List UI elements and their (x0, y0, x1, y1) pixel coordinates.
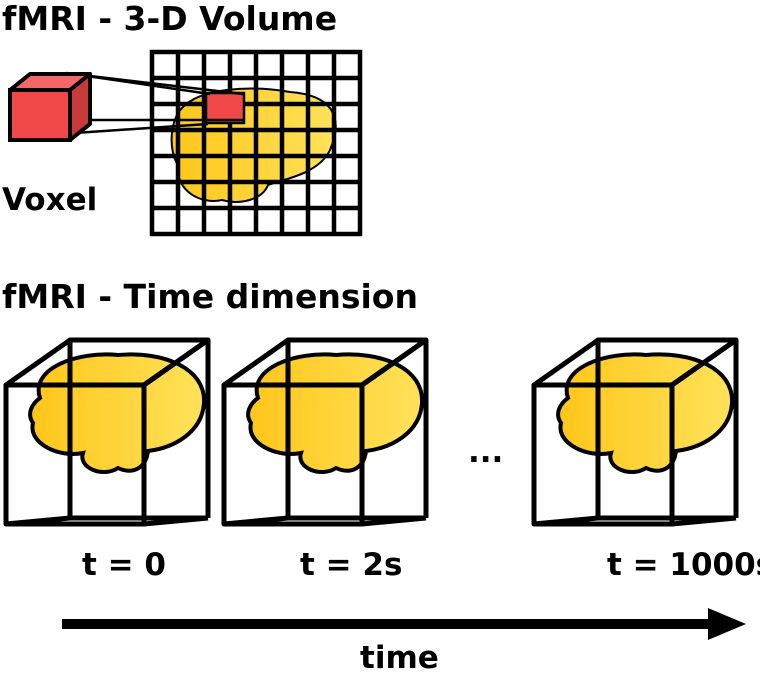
volume-title: fMRI - 3-D Volume (2, 0, 337, 38)
frame-label-t0: t = 0 (82, 547, 166, 583)
frame-label-t2s: t = 2s (300, 547, 402, 583)
time-frame-3 (531, 337, 739, 527)
voxel-label: Voxel (2, 182, 97, 218)
time-frame-2 (221, 337, 429, 527)
frame-label-t1000s: t = 1000s (607, 547, 760, 583)
time-title: fMRI - Time dimension (2, 277, 418, 316)
cube-back-grid (149, 49, 363, 237)
voxel-cube (8, 72, 92, 142)
cube-voxel-highlight (204, 91, 246, 125)
time-arrow (62, 608, 746, 640)
time-axis-label: time (360, 640, 439, 674)
ellipsis: ... (468, 434, 503, 470)
time-frame-1 (3, 337, 211, 527)
